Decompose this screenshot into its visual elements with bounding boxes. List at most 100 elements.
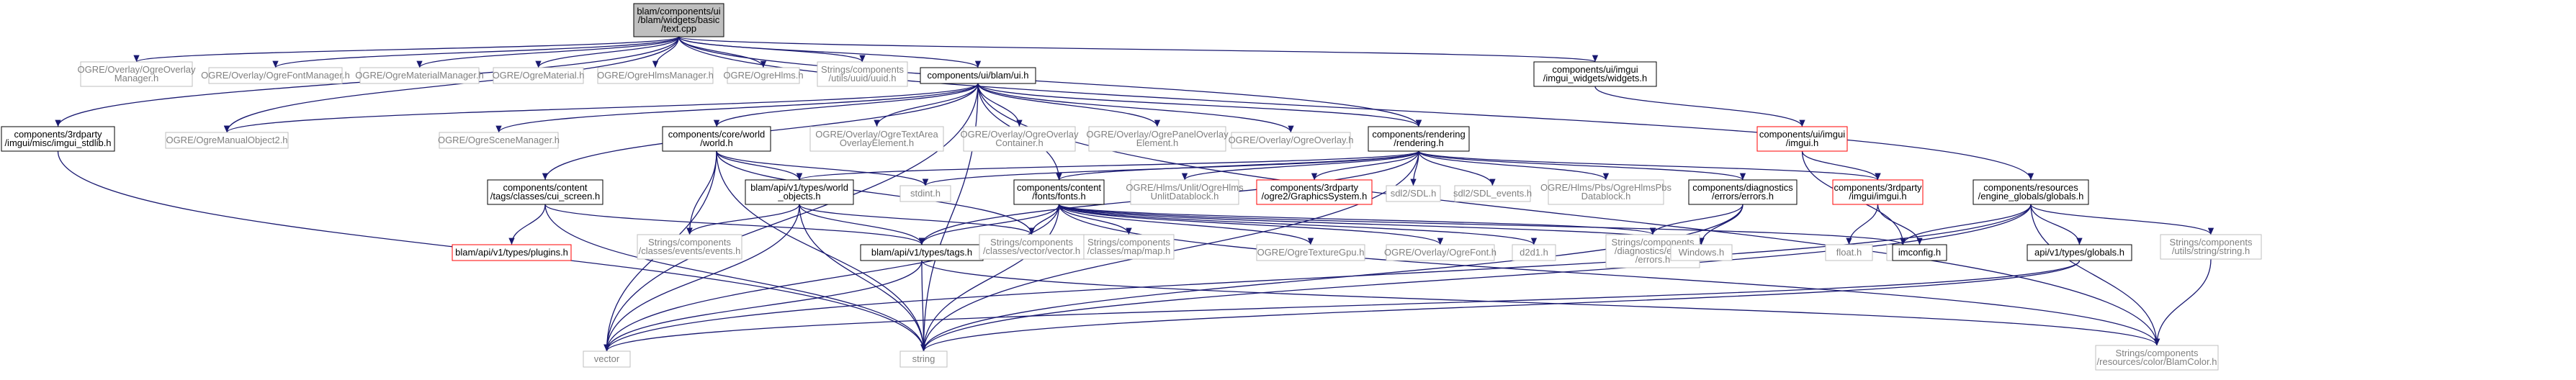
edge-cui_screen-to-tags [544, 204, 925, 245]
node-graphics-system[interactable]: components/3rdparty/ogre2/GraphicsSystem… [1256, 179, 1373, 205]
edge-imgui_widgets-to-imgui_ui_imgui [1594, 86, 1805, 127]
node-label: Strings/components [1087, 237, 1170, 248]
edge-resources_globals-to-utils_string [2030, 204, 2214, 235]
node-string[interactable]: string [899, 350, 948, 368]
node-box [1832, 179, 1924, 205]
node-label: d2d1.h [1520, 247, 1548, 258]
edge-fonts-to-map [1058, 204, 1906, 245]
node-label: components/3rdparty [1270, 182, 1359, 193]
edge-ui_h-to-string [920, 83, 979, 352]
edge-ui_h-to-vector [603, 83, 979, 352]
edge-cui_screen-to-string [544, 204, 927, 352]
edge-core_world-to-world_objects [716, 150, 803, 181]
node-box [1256, 179, 1373, 205]
node-imconfig[interactable]: imconfig.h [1892, 244, 1947, 261]
node-label: components/content [503, 182, 587, 193]
node-thirdparty-imgui[interactable]: components/3rdparty/imgui/imgui.h [1832, 179, 1924, 205]
node-ogre-material[interactable]: OGRE/OgreMaterial.h [493, 67, 585, 84]
node-label: Strings/components [821, 64, 904, 75]
node-label: /blam/widgets/basic [638, 14, 720, 25]
node-vector-h[interactable]: Strings/components/classes/vector/vector… [979, 234, 1085, 260]
node-sdl[interactable]: sdl2/SDL.h [1386, 185, 1441, 202]
node-box [633, 3, 724, 37]
node-label: /classes/map/map.h [1087, 245, 1171, 256]
node-label: components/3rdparty [1834, 182, 1922, 193]
edge-rendering-to-fonts [1056, 150, 1419, 181]
node-label: components/resources [1983, 182, 2078, 193]
node-ogre-hlms[interactable]: OGRE/OgreHlms.h [723, 67, 804, 84]
node-label: Manager.h [115, 73, 158, 83]
node-ogre-overlay[interactable]: OGRE/Overlay/OgreOverlay.h [1229, 132, 1354, 149]
node-ogre-material-manager[interactable]: OGRE/OgreMaterialManager.h [355, 67, 484, 84]
node-ogre-font-manager[interactable]: OGRE/Overlay/OgreFontManager.h [201, 67, 350, 84]
node-events[interactable]: Strings/components/classes/events/events… [637, 234, 742, 260]
node-ogre-font[interactable]: OGRE/Overlay/OgreFont.h [1384, 244, 1496, 261]
node-diag-errors[interactable]: components/diagnostics/errors/errors.h [1688, 179, 1798, 205]
edge-ui_h-to-core_world [713, 83, 979, 127]
node-tags[interactable]: blam/api/v1/types/tags.h [860, 244, 984, 261]
node-ogre-manual-object2[interactable]: OGRE/OgreManualObject2.h [165, 132, 289, 149]
edge-world_objects-to-string [799, 204, 927, 352]
edge-fonts-to-texture_gpu [1058, 204, 1314, 245]
node-uuid[interactable]: Strings/components/utils/uuid/uuid.h [817, 61, 908, 87]
edge-diag_errors-to-string [920, 204, 1743, 352]
node-plugins[interactable]: blam/api/v1/types/plugins.h [452, 244, 572, 261]
node-rendering[interactable]: components/rendering/rendering.h [1368, 126, 1470, 152]
node-label: OGRE/Overlay/OgreFont.h [1384, 247, 1496, 258]
edge-tags-to-vector [603, 260, 923, 352]
node-label: /imgui/misc/imgui_stdlib.h [4, 137, 111, 148]
node-label: components/ui/imgui [1759, 129, 1845, 140]
node-imgui-stdlib[interactable]: components/3rdparty/imgui/misc/imgui_std… [1, 126, 115, 152]
edge-ui_h-to-ogre_scene_manager [495, 83, 979, 133]
node-stdint[interactable]: stdint.h [899, 185, 951, 202]
edge-rendering-to-world_objects [796, 150, 1419, 181]
node-label: Strings/components [648, 237, 731, 248]
edge-text_cpp-to-resources_globals [678, 36, 2034, 181]
node-map-h[interactable]: Strings/components/classes/map/map.h [1083, 234, 1175, 260]
node-label: components/ui/imgui [1552, 64, 1638, 75]
node-vector[interactable]: vector [583, 350, 631, 368]
node-box [1013, 179, 1105, 205]
node-d2d1[interactable]: d2d1.h [1512, 244, 1556, 261]
node-label: sdl2/SDL_events.h [1453, 188, 1532, 199]
node-cui-screen[interactable]: components/content/tags/classes/cui_scre… [487, 179, 603, 205]
node-api-globals[interactable]: api/v1/types/globals.h [2027, 244, 2132, 261]
node-float[interactable]: float.h [1825, 244, 1873, 261]
node-label: OGRE/Overlay/OgreTextArea [815, 129, 938, 140]
node-windows[interactable]: Windows.h [1670, 244, 1733, 261]
node-ogre-hlms-manager[interactable]: OGRE/OgreHlmsManager.h [597, 67, 714, 84]
node-label: Element.h [1136, 137, 1179, 148]
node-imgui-widgets[interactable]: components/ui/imgui/imgui_widgets/widget… [1533, 61, 1657, 87]
node-box [1670, 244, 1733, 261]
node-box [1368, 126, 1470, 152]
node-resources-globals[interactable]: components/resources/engine_globals/glob… [1973, 179, 2089, 205]
node-label: _objects.h [777, 191, 820, 202]
edge-world_objects-to-tags [799, 204, 925, 245]
node-utils-string[interactable]: Strings/components/utils/string/string.h [2160, 234, 2262, 260]
node-label: api/v1/types/globals.h [2034, 247, 2124, 258]
node-imgui-ui-imgui[interactable]: components/ui/imgui/imgui.h [1756, 126, 1848, 152]
node-blam-color[interactable]: Strings/components/resources/color/BlamC… [2095, 345, 2219, 371]
node-world-objects[interactable]: blam/api/v1/types/world_objects.h [745, 179, 854, 205]
node-label: OGRE/Overlay/OgreOverlay.h [1229, 135, 1354, 145]
edge-thirdparty_imgui-to-float [1846, 204, 1879, 245]
node-ogre-scene-manager[interactable]: OGRE/OgreSceneManager.h [438, 132, 560, 149]
node-label: /resources/color/BlamColor.h [2097, 356, 2217, 367]
node-fonts[interactable]: components/content/fonts/fonts.h [1013, 179, 1105, 205]
node-text-cpp[interactable]: blam/components/ui/blam/widgets/basic/te… [633, 3, 724, 37]
node-sdl-events[interactable]: sdl2/SDL_events.h [1453, 185, 1532, 202]
edge-tags-to-blam_color [921, 260, 2160, 346]
edge-ui_h-to-ogre_overlay [977, 83, 1294, 133]
node-ui-h[interactable]: components/ui/blam/ui.h [920, 67, 1036, 84]
node-label: Datablock.h [1581, 191, 1631, 202]
node-texture-gpu[interactable]: OGRE/OgreTextureGpu.h [1256, 244, 1365, 261]
node-core-world[interactable]: components/core/world/world.h [662, 126, 771, 152]
node-ogre-text-area[interactable]: OGRE/Overlay/OgreTextAreaOverlayElement.… [809, 126, 944, 152]
edge-ui_h-to-rendering [977, 83, 1422, 127]
node-label: /rendering.h [1394, 137, 1443, 148]
